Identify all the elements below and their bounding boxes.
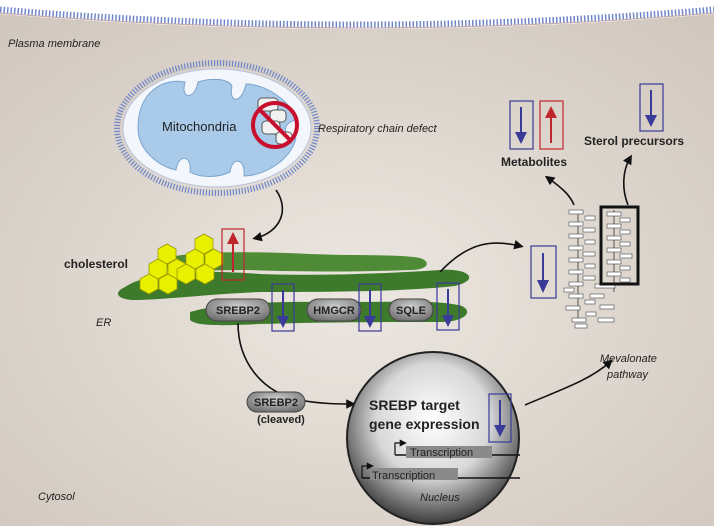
nucleus-label: Nucleus [420, 492, 460, 504]
cholesterol-label: cholesterol [64, 257, 128, 271]
mitochondria-label: Mitochondria [162, 119, 237, 134]
sqle-down-indicator [436, 282, 460, 331]
er-to-mevalonate-arrow [439, 239, 524, 273]
srebp2-cleaved-label: SREBP2 [254, 397, 298, 409]
cytosol-label: Cytosol [38, 491, 75, 503]
gene-expression-down-indicator [488, 393, 512, 443]
to-sterol-precursors-arrow [622, 154, 632, 206]
metabolites-label: Metabolites [501, 155, 567, 169]
metabolites-down-indicator [509, 100, 534, 150]
mitochondria [114, 60, 320, 196]
hmgcr-protein: HMGCR [306, 298, 362, 322]
plasma-membrane-label: Plasma membrane [8, 38, 100, 50]
mevalonate-pathway-schematic [563, 209, 633, 329]
hmgcr-down-indicator [358, 283, 382, 332]
srebp2-protein: SREBP2 [205, 298, 271, 322]
sterol-precursors-label: Sterol precursors [584, 134, 684, 148]
er-label: ER [96, 317, 111, 329]
mevalonate-down-indicator [530, 245, 557, 299]
metabolites-up-indicator [539, 100, 564, 150]
sqle-label: SQLE [396, 305, 426, 317]
sterol-precursor-highlight-box [599, 205, 640, 286]
cholesterol-up-indicator [221, 228, 245, 281]
transcription-lower [361, 462, 520, 480]
srebp2-label: SREBP2 [216, 305, 260, 317]
srebp2-down-indicator [271, 283, 295, 332]
to-metabolites-arrow [544, 175, 575, 206]
srebp-target-line1: SREBP target [369, 397, 460, 413]
prohibited-sign-icon [251, 101, 299, 149]
sterol-precursors-down-indicator [639, 83, 664, 132]
cholesterol-molecules [139, 233, 224, 295]
transcription-upper [394, 439, 520, 458]
srebp-target-line2: gene expression [369, 416, 480, 432]
hmgcr-label: HMGCR [313, 305, 355, 317]
srebp2-cleaved: SREBP2 (cleaved) [246, 391, 306, 426]
plasma-membrane [0, 6, 714, 29]
mito-to-er-arrow [252, 189, 284, 242]
mevalonate-label-line2: pathway [606, 369, 649, 381]
nucleus [346, 351, 520, 525]
respiratory-defect-label: Respiratory chain defect [318, 123, 438, 135]
transcription-lower-label: Transcription [372, 470, 435, 482]
nucleus-to-mevalonate-arrow [524, 359, 613, 406]
mevalonate-label-line1: Mevalonate [600, 353, 657, 365]
sqle-protein: SQLE [388, 298, 434, 322]
transcription-upper-label: Transcription [410, 447, 473, 459]
srebp2-cleaved-note: (cleaved) [257, 414, 305, 426]
